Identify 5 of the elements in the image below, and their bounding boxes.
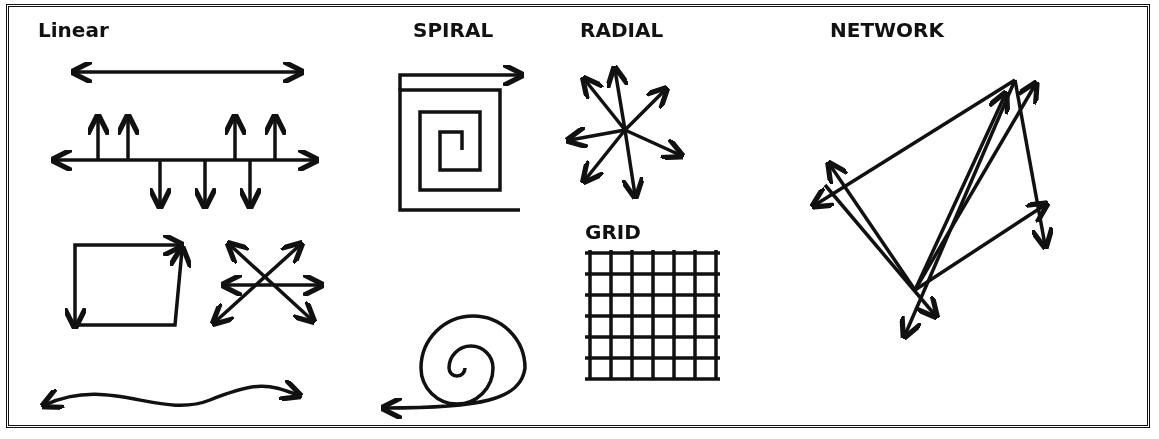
section-title: SPIRAL xyxy=(413,20,494,40)
section-title: GRID xyxy=(585,222,641,242)
section-title: NETWORK xyxy=(830,20,944,40)
section-title: RADIAL xyxy=(580,20,664,40)
section-title: Linear xyxy=(38,20,109,40)
